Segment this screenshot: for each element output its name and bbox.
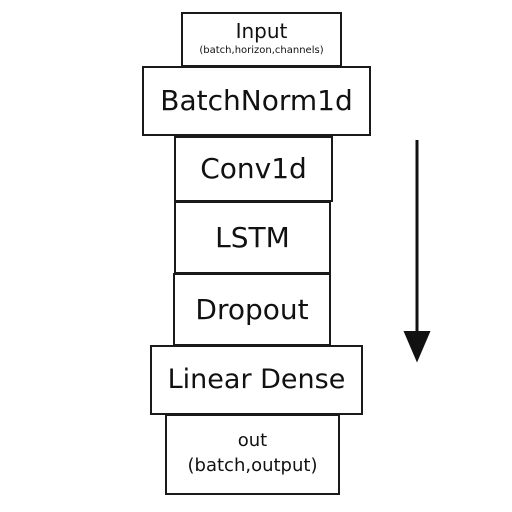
input-layer-label: Input bbox=[235, 18, 288, 43]
arrow-head bbox=[403, 331, 431, 363]
input-shape-label: (batch,horizon,channels) bbox=[199, 44, 324, 56]
batchnorm-layer-box: BatchNorm1d bbox=[142, 66, 371, 136]
conv1d-layer-box: Conv1d bbox=[174, 136, 333, 202]
batchnorm-layer-label: BatchNorm1d bbox=[160, 84, 353, 118]
arrow-down-icon bbox=[403, 140, 431, 363]
output-layer-label: out bbox=[237, 430, 268, 452]
linear-dense-layer-label: Linear Dense bbox=[167, 363, 346, 395]
dropout-layer-box: Dropout bbox=[173, 273, 331, 346]
input-layer-box: Input (batch,horizon,channels) bbox=[181, 12, 342, 67]
output-shape-label: (batch,output) bbox=[187, 455, 318, 477]
conv1d-layer-label: Conv1d bbox=[200, 152, 307, 186]
output-layer-box: out (batch,output) bbox=[165, 414, 340, 495]
lstm-layer-box: LSTM bbox=[174, 201, 331, 274]
linear-dense-layer-box: Linear Dense bbox=[150, 345, 363, 415]
dropout-layer-label: Dropout bbox=[195, 292, 309, 326]
lstm-layer-label: LSTM bbox=[215, 220, 290, 254]
